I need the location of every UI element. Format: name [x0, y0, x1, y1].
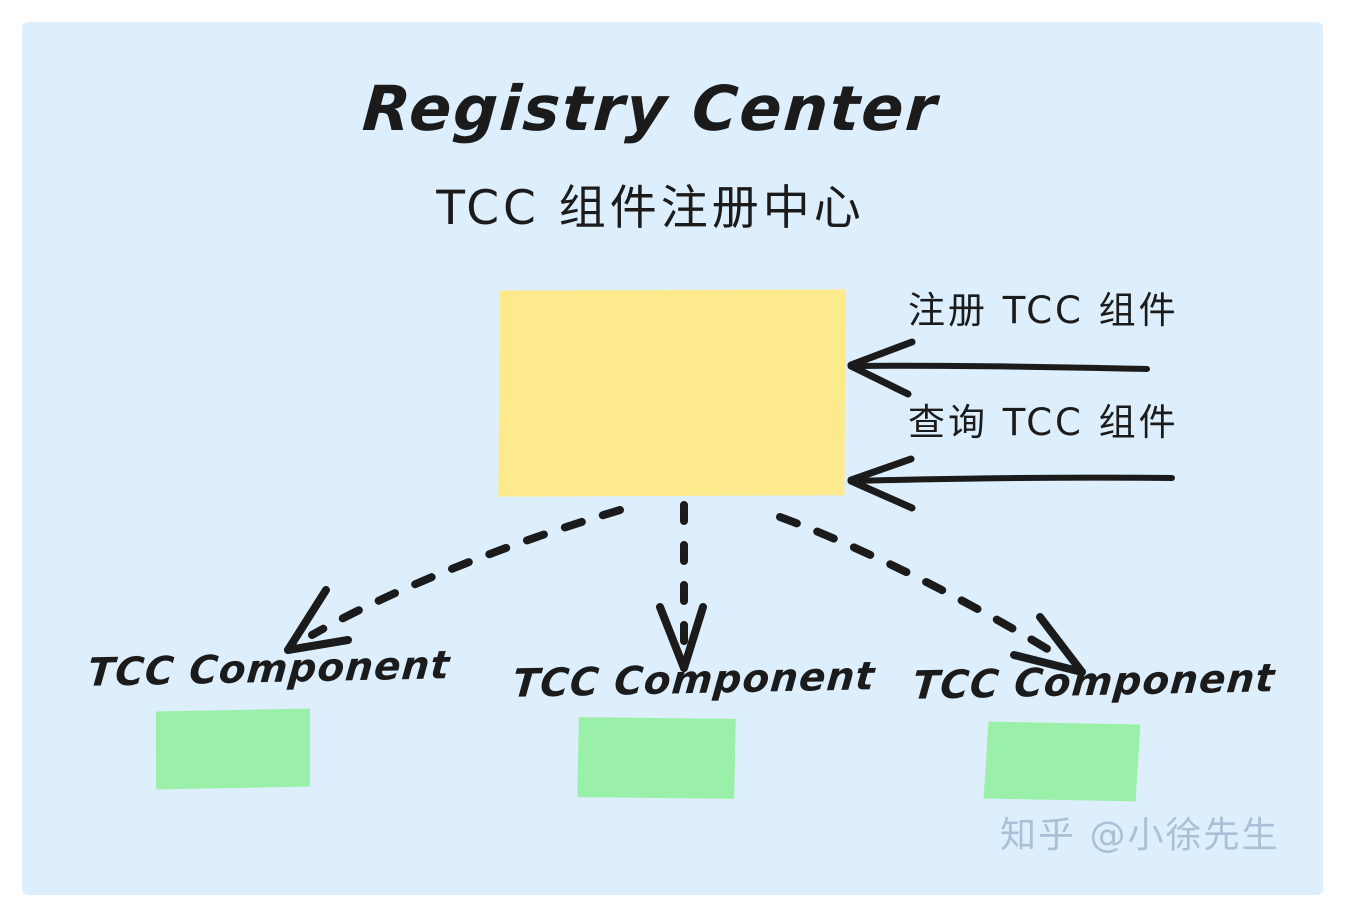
component-node-2 — [577, 717, 736, 799]
page-title-chinese: TCC 组件注册中心 — [436, 181, 865, 236]
page-title-english: Registry Center — [360, 72, 941, 145]
arrow-label-query: 查询 TCC 组件 — [908, 401, 1179, 444]
component-label-1: TCC Component — [85, 643, 453, 696]
registry-center-node — [498, 289, 846, 497]
watermark: 知乎 @小徐先生 — [1000, 815, 1280, 856]
component-label-2: TCC Component — [510, 654, 878, 707]
component-node-1 — [155, 708, 311, 790]
component-node-3 — [983, 721, 1141, 802]
component-label-3: TCC Component — [910, 656, 1278, 709]
arrow-label-register: 注册 TCC 组件 — [908, 289, 1179, 332]
